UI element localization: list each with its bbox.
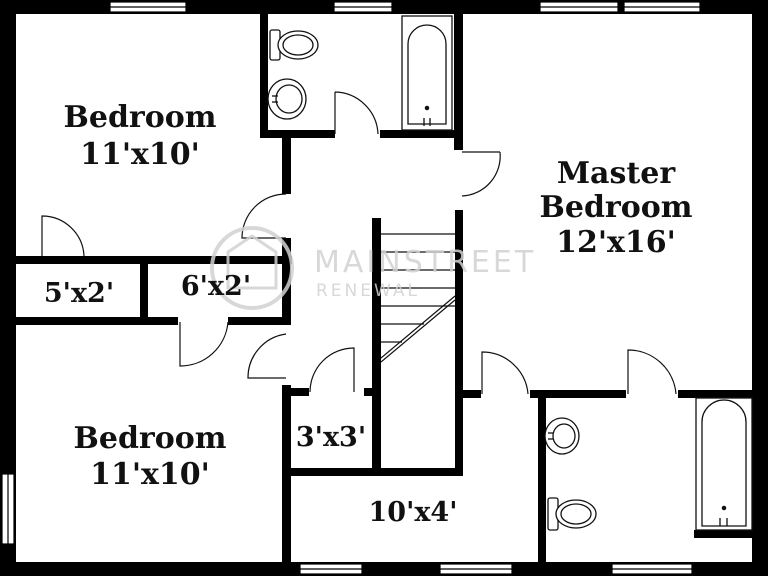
exterior-wall-left [0, 0, 16, 576]
toilet-icon-lower [547, 497, 597, 531]
room-labels: Bedroom 11'x10' Master Bedroom 12'x16' 5… [44, 100, 693, 528]
wall-bath-left [260, 0, 268, 138]
room-size-closet-a: 5'x2' [44, 278, 114, 309]
toilet-icon [269, 29, 319, 61]
room-name-bedroom-sw: Bedroom [74, 421, 227, 456]
wall-mid-left-stub [291, 388, 309, 396]
wall-hall-upper [282, 138, 291, 194]
wall-stub-a [463, 390, 481, 398]
bathtub-icon-lower [695, 397, 753, 531]
wall-master-bottom-right [678, 390, 752, 398]
fixtures [267, 15, 753, 531]
exterior-wall-right [752, 0, 768, 576]
watermark-line2: RENEWAL [316, 281, 420, 301]
wall-closet-divider [140, 256, 148, 325]
room-name-master-line2: Bedroom [540, 190, 693, 225]
wall-bath-bottom-left [260, 130, 335, 138]
watermark: MAINSTREET RENEWAL [210, 226, 536, 310]
wall-lower-bath-left [538, 390, 546, 562]
wall-master-bottom [530, 390, 626, 398]
room-size-hall-room: 10'x4' [369, 497, 458, 528]
room-name-master-line1: Master [557, 156, 676, 191]
watermark-logo-icon [210, 226, 294, 310]
wall-hall-room-top [282, 468, 463, 476]
wall-bath-right [454, 0, 463, 150]
wall-tub-bottom [694, 530, 752, 538]
door-closet-b [179, 321, 229, 367]
watermark-line1: MAINSTREET [314, 245, 536, 280]
windows [1, 1, 701, 575]
sink-icon [267, 78, 307, 120]
door-bedroom-sw [247, 333, 287, 379]
bathtub-icon [401, 15, 453, 131]
sink-icon-lower [544, 417, 580, 455]
wall-bath-bottom-right [380, 130, 462, 138]
wall-closets-bottom-b [228, 317, 291, 325]
door-lower-bath [627, 349, 677, 395]
wall-stair-left [372, 218, 381, 476]
wall-closets-bottom-a [16, 317, 178, 325]
room-size-closet-c: 3'x3' [296, 422, 366, 453]
door-closet-c [309, 347, 355, 393]
room-size-bedroom-nw: 11'x10' [80, 137, 200, 172]
staircase [380, 233, 456, 363]
wall-stair-right [455, 210, 463, 476]
door-master [461, 151, 501, 197]
room-size-bedroom-sw: 11'x10' [90, 457, 210, 492]
door-hall-room [481, 351, 529, 395]
room-name-bedroom-nw: Bedroom [64, 100, 217, 135]
wall-closets-top [16, 256, 292, 264]
door-bath [334, 91, 379, 135]
room-size-master: 12'x16' [556, 225, 676, 260]
door-closet-a [41, 215, 85, 257]
doors [41, 91, 677, 395]
exterior-wall-bottom [0, 562, 768, 576]
door-bedroom-nw [241, 193, 287, 239]
room-size-closet-b: 6'x2' [181, 271, 251, 302]
